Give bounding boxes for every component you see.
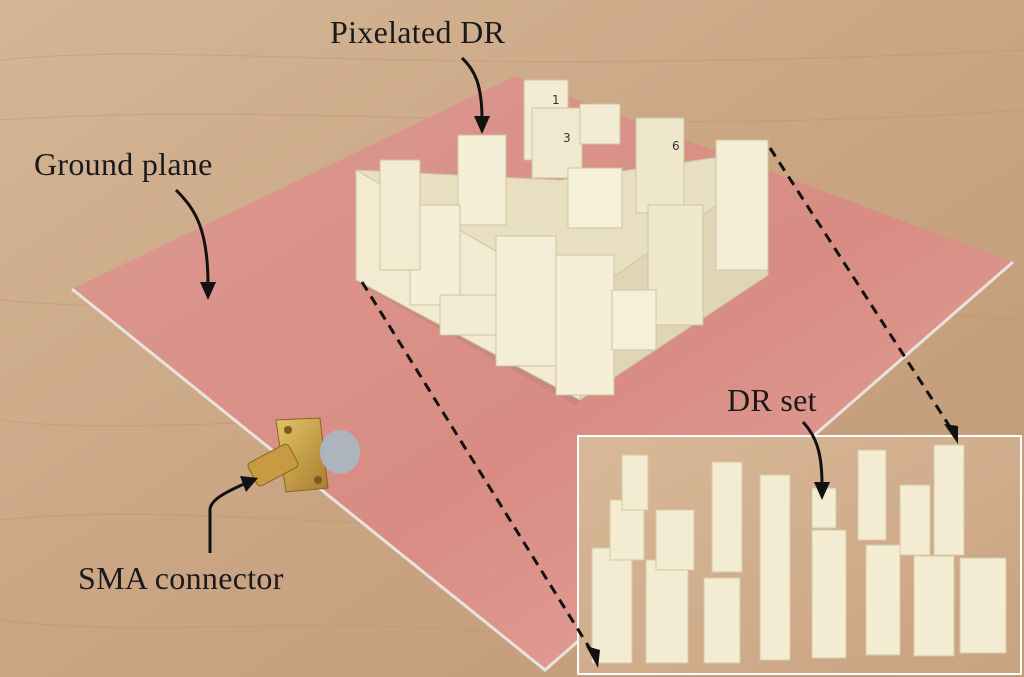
block-marks: 1 3 6 xyxy=(552,93,680,153)
pixelated-dr-arrow xyxy=(460,56,490,134)
sma-connector xyxy=(247,417,360,493)
ground-plane-edge xyxy=(71,260,1014,672)
pixelated-dr xyxy=(355,79,769,401)
dr-set-inset xyxy=(577,435,1022,675)
sma-connector-arrow xyxy=(208,476,258,553)
pixelated-dr-label: Pixelated DR xyxy=(330,14,506,50)
annotation-arrows xyxy=(174,56,958,668)
block-mark-3: 3 xyxy=(563,131,571,145)
dr-set-label: DR set xyxy=(727,382,817,418)
sma-connector-label: SMA connector xyxy=(78,560,284,596)
inset-dashed-lines xyxy=(360,147,954,653)
inset-arrowhead-left xyxy=(586,646,600,668)
inset-arrowhead-right xyxy=(944,424,958,444)
ground-plane-arrow xyxy=(174,188,216,300)
ground-plane-label: Ground plane xyxy=(34,146,213,182)
block-mark-1: 1 xyxy=(552,93,560,107)
block-mark-6: 6 xyxy=(672,139,680,153)
dr-set-arrow xyxy=(801,420,830,500)
